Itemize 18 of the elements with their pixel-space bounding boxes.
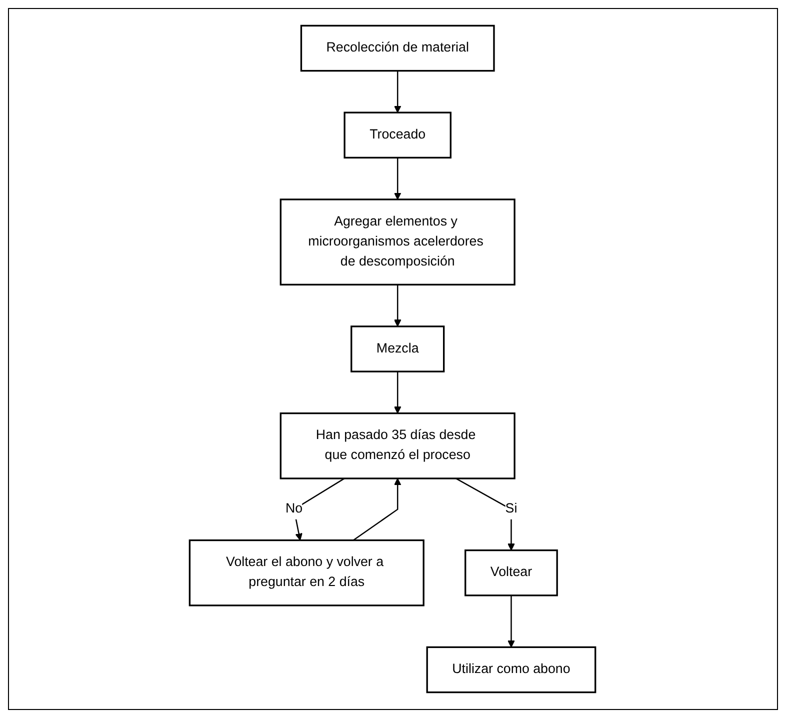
arrow	[394, 158, 402, 200]
edge-label: Si	[506, 502, 518, 516]
edge-label: No	[286, 502, 304, 516]
arrow	[456, 478, 516, 551]
node-box: Troceado	[344, 112, 452, 158]
arrow	[394, 372, 402, 414]
arrow	[508, 595, 516, 648]
node-box: Mezcla	[351, 326, 446, 372]
arrow	[353, 478, 402, 541]
arrow	[394, 70, 402, 113]
arrow	[294, 478, 346, 541]
node-box: Utilizar como abono	[426, 646, 597, 694]
node-box: Voltear	[465, 549, 558, 596]
node-box: Voltear el abono y volver a preguntar en 2 días	[189, 539, 425, 606]
node-box: Han pasado 35 días desde que comenzó el proceso	[280, 412, 516, 480]
node-box: Recolección de material	[300, 24, 496, 72]
node-box: Agregar elementos y microorganismos acelerdores de descomposición	[280, 198, 516, 286]
arrow	[394, 284, 402, 327]
